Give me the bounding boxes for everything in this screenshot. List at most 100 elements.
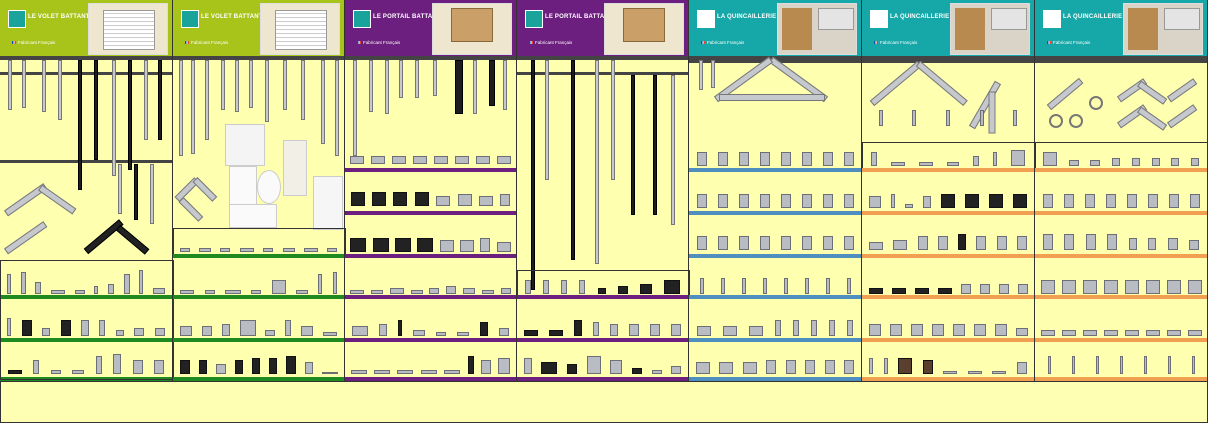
product-row: [864, 230, 1032, 250]
product-row: [1037, 318, 1205, 336]
hanging-rail: [862, 56, 1034, 60]
hanging-rail: [862, 60, 1034, 63]
hinge-strap: [118, 164, 122, 214]
castor-wheel: [257, 170, 281, 204]
hinge-strap: [369, 60, 373, 112]
hinge-strap: [301, 60, 305, 120]
gate-bolt: [671, 75, 675, 225]
fabricant-label: Fabricant Français: [874, 40, 917, 45]
product-row: [2, 310, 170, 336]
hinge-strap: [265, 60, 269, 122]
product-photo-gate: [604, 3, 684, 55]
bay-header: LA QUINCAILLERIE Fabricant Français: [862, 0, 1034, 56]
shelf-edge: [173, 295, 344, 299]
corner-bracket: [115, 224, 150, 255]
hinge-strap: [221, 60, 225, 110]
product-row: [691, 230, 859, 250]
product-row: [691, 354, 859, 374]
hinge-strap: [235, 60, 239, 112]
bay-title: LE PORTAIL BATTANT: [373, 14, 441, 20]
bracket: [711, 60, 715, 88]
product-photo-hardware: [1123, 3, 1203, 55]
bay-header: LA QUINCAILLERIE Fabricant Français: [689, 0, 861, 56]
bay-quincaillerie-2: LA QUINCAILLERIE Fabricant Français: [862, 0, 1036, 381]
hinge-strap: [179, 60, 183, 156]
brand-logo-icon: [181, 10, 199, 28]
bay-header: LE PORTAIL BATTANT Fabricant Français: [345, 0, 516, 56]
product-package: [229, 204, 277, 228]
bracket: [699, 60, 703, 90]
bay-title: LA QUINCAILLERIE: [890, 14, 950, 20]
french-flag-icon: [357, 41, 361, 45]
gate-bolt: [595, 60, 599, 264]
brand-logo-icon: [697, 10, 715, 28]
product-row: [864, 316, 1032, 336]
product-row: [519, 350, 686, 374]
shelf-edge: [173, 338, 344, 342]
product-package: [313, 176, 343, 230]
shelf-bracket: [1136, 106, 1168, 131]
product-row: [347, 228, 514, 252]
shelf-edge: [345, 295, 516, 299]
shelf-bracket: [1046, 77, 1084, 111]
hinge-strap: [22, 60, 26, 108]
hinge-strap: [249, 60, 253, 108]
hinge-strap: [94, 60, 98, 160]
fabricant-label: Fabricant Français: [357, 40, 400, 45]
product-photo-shutter: [88, 3, 168, 55]
gate-lock: [455, 60, 463, 114]
product-photo-hardware: [950, 3, 1030, 55]
corner-bracket: [37, 184, 77, 215]
shelf-edge: [345, 168, 516, 172]
product-row: [519, 314, 686, 336]
brand-logo-icon: [353, 10, 371, 28]
bay-header: LA QUINCAILLERIE Fabricant Français: [1035, 0, 1207, 56]
hinge-strap: [205, 60, 209, 140]
bay-title: LE VOLET BATTANT: [28, 14, 90, 20]
hanging-rail: [173, 56, 344, 60]
bottom-plinth: [0, 381, 1208, 423]
product-row: [347, 274, 514, 294]
bay-header: LE PORTAIL BATTANT Fabricant Français: [517, 0, 688, 56]
fabricant-label: Fabricant Français: [701, 40, 744, 45]
shelf-edge: [689, 168, 861, 172]
hinge-strap: [150, 164, 154, 224]
french-flag-icon: [701, 41, 705, 45]
hinge-strap: [283, 60, 287, 110]
shelf-edge: [173, 377, 344, 381]
corner-bracket: [83, 219, 124, 255]
hinge-strap: [385, 60, 389, 114]
shelf-edge: [862, 254, 1034, 258]
bay-volet-battant-2: LE VOLET BATTANT Fabricant Français: [173, 0, 346, 381]
gate-bolt: [531, 60, 535, 290]
hinge-strap: [42, 60, 46, 112]
shelf-edge: [1035, 254, 1207, 258]
product-row: [691, 146, 859, 166]
shelf-edge: [862, 211, 1034, 215]
product-row: [864, 352, 1032, 374]
product-row: [175, 232, 342, 252]
product-photo-hardware: [777, 3, 857, 55]
hinge-strap: [415, 60, 419, 98]
product-row: [347, 352, 514, 374]
french-flag-icon: [185, 41, 189, 45]
hanging-rail: [0, 72, 172, 75]
shelf-edge: [689, 254, 861, 258]
fabricant-label: Fabricant Français: [1047, 40, 1090, 45]
hanging-rail: [517, 56, 688, 60]
product-row: [691, 314, 859, 336]
shelf-edge: [1035, 168, 1207, 172]
product-row: [175, 310, 342, 336]
product-row: [175, 268, 342, 294]
shelf-edge: [517, 377, 688, 381]
hinge-strap: [191, 60, 195, 154]
product-row: [519, 272, 686, 294]
product-row: [2, 268, 170, 294]
french-flag-icon: [1047, 41, 1051, 45]
hinge-strap: [399, 60, 403, 98]
hinge-strap: [335, 60, 339, 156]
product-row: [2, 350, 170, 374]
product-row: [691, 272, 859, 294]
product-photo-shutter: [260, 3, 340, 55]
